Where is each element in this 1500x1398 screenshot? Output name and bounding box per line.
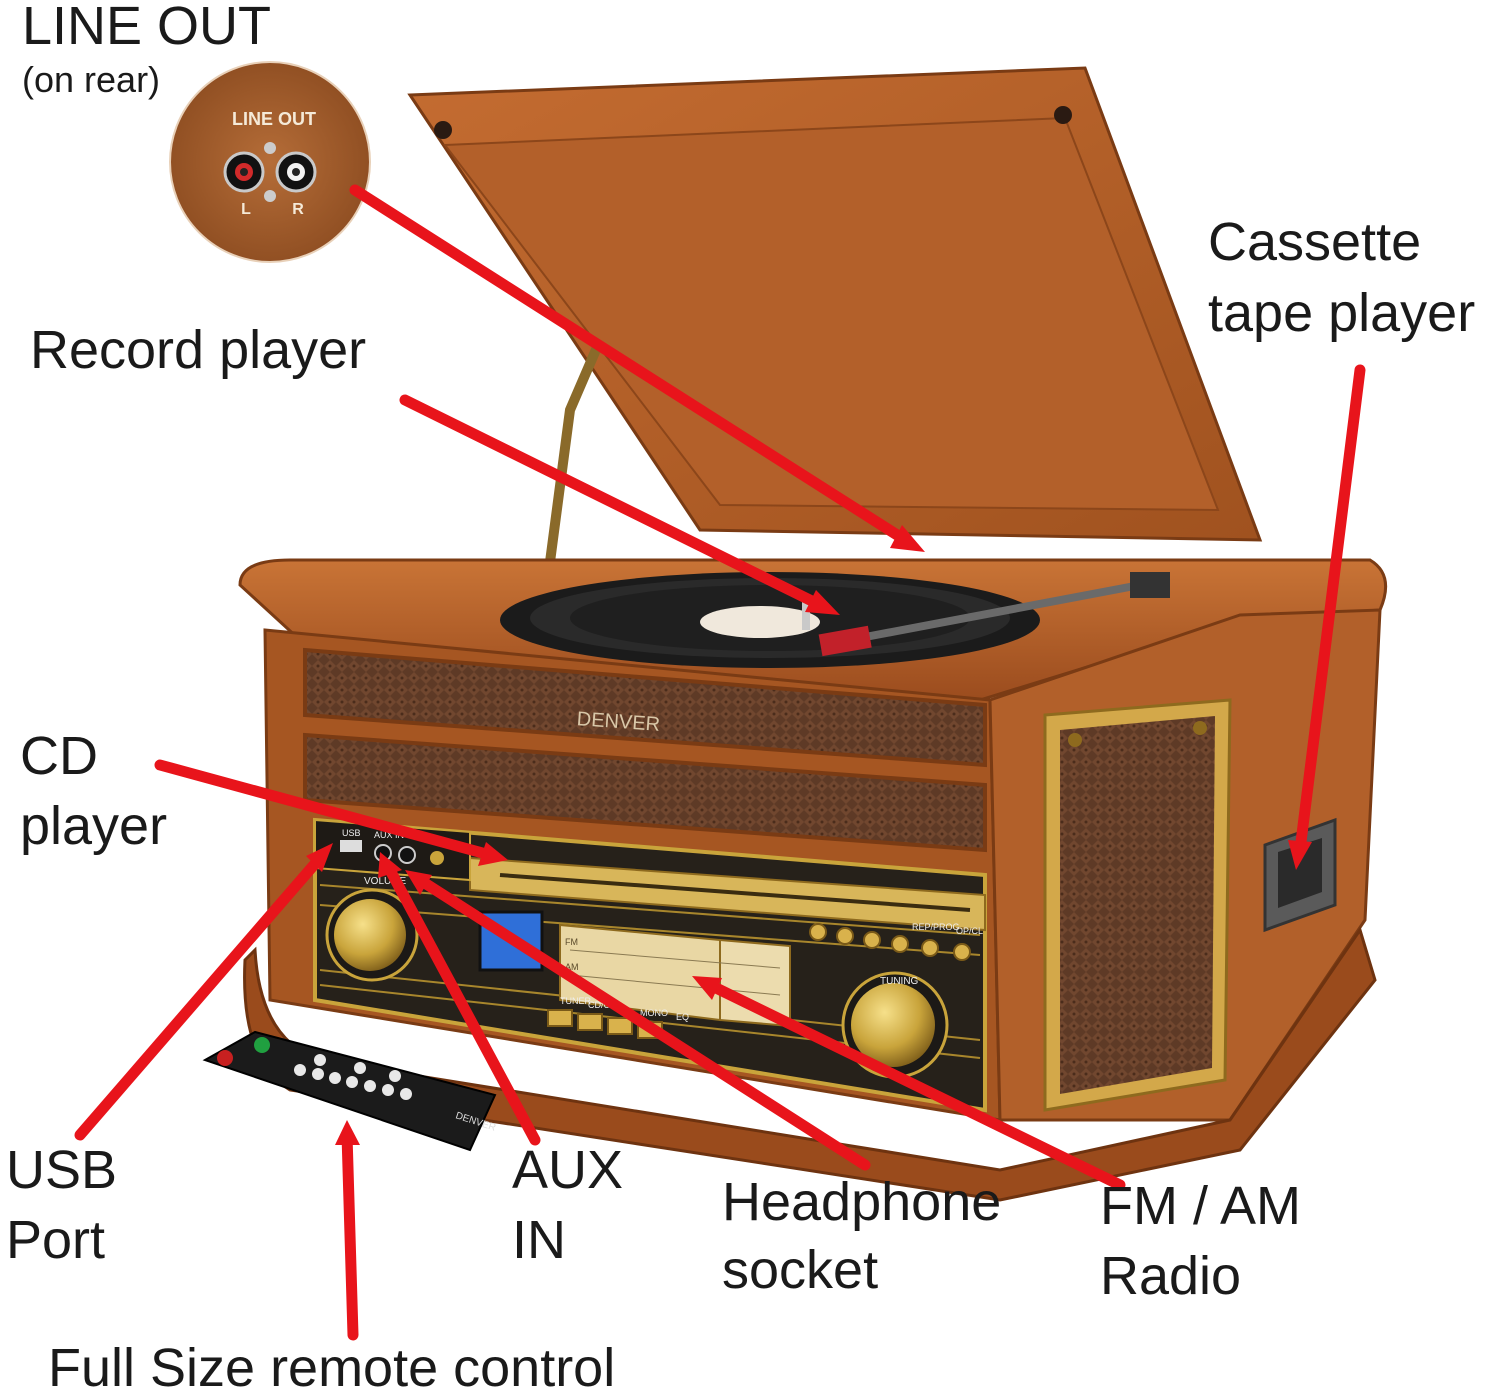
svg-text:REP/PROG: REP/PROG	[912, 922, 960, 932]
headphone-label-line2: socket	[722, 1240, 879, 1300]
cassette-label-line2: tape player	[1208, 283, 1476, 343]
cassette-deck	[1263, 817, 1337, 933]
callout-arrows	[74, 184, 1366, 1341]
remote-label: Full Size remote control	[48, 1338, 616, 1398]
arrow-headphone	[414, 874, 871, 1171]
svg-text:VOLUME: VOLUME	[364, 876, 407, 887]
tuning-knob	[851, 983, 935, 1067]
usb-port	[340, 840, 362, 852]
cassette-label-line1: Cassette	[1208, 212, 1422, 272]
svg-text:TUNING: TUNING	[880, 976, 919, 987]
arrow-line-out	[349, 184, 911, 546]
svg-text:L: L	[241, 201, 251, 218]
inset-line-out-text: LINE OUT	[232, 109, 316, 129]
svg-text:TUNER: TUNER	[560, 996, 591, 1006]
arrow-record-player	[399, 394, 826, 611]
volume-knob	[334, 899, 406, 971]
arrow-usb	[74, 852, 326, 1141]
radio-label-line1: FM / AM	[1100, 1176, 1301, 1236]
usb-label-line2: Port	[6, 1210, 106, 1270]
svg-text:USB: USB	[342, 828, 361, 838]
headphone-jack	[398, 846, 416, 864]
svg-text:R: R	[292, 201, 304, 218]
front-grilles: DENVER	[303, 647, 987, 853]
svg-text:AM: AM	[565, 962, 579, 972]
arrow-remote	[341, 1129, 359, 1341]
svg-text:OP/CL: OP/CL	[956, 926, 983, 936]
arrow-cd	[154, 759, 496, 861]
remote-control-image: DENVER	[202, 1030, 497, 1152]
cd-label-line2: player	[20, 796, 168, 856]
headphone-label-line1: Headphone	[722, 1172, 1002, 1232]
svg-text:FM: FM	[565, 937, 578, 947]
record-player-label: Record player	[30, 320, 367, 380]
arrow-cassette	[1294, 364, 1366, 856]
aux-label-line1: AUX	[512, 1140, 624, 1200]
line-out-inset: LINE OUT L R	[169, 61, 371, 263]
svg-text:EQ: EQ	[676, 1012, 689, 1022]
usb-label-line1: USB	[6, 1140, 118, 1200]
cd-label-line1: CD	[20, 726, 98, 786]
radio-label-line2: Radio	[1100, 1246, 1242, 1306]
svg-text:AUX IN: AUX IN	[374, 830, 404, 840]
arrow-aux-in	[384, 864, 541, 1146]
svg-text:MONO: MONO	[640, 1008, 668, 1018]
line-out-sublabel: (on rear)	[22, 59, 161, 100]
aux-label-line2: IN	[512, 1210, 566, 1270]
arrow-heads	[306, 525, 1312, 1145]
record-platter	[500, 572, 1170, 668]
side-speaker	[1043, 698, 1232, 1112]
arrow-radio	[704, 979, 1126, 1191]
line-out-label: LINE OUT	[22, 0, 272, 56]
turntable-lid	[407, 66, 1263, 601]
